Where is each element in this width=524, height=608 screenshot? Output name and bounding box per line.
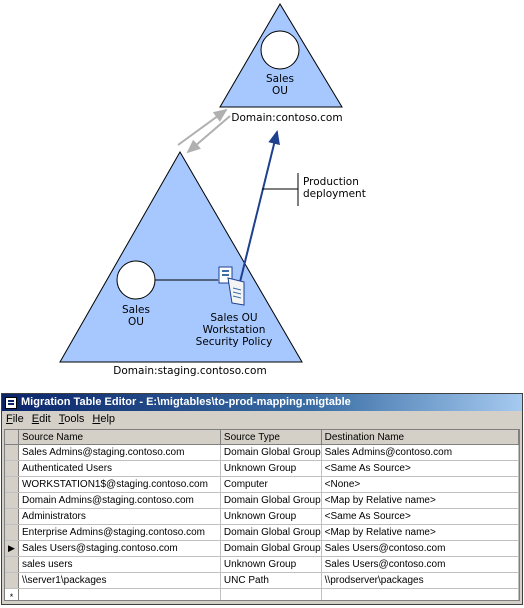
cell-source-name[interactable]: sales users xyxy=(18,556,221,573)
row-indicator[interactable] xyxy=(5,572,19,589)
production-ou-label-line2: OU xyxy=(272,85,288,97)
cell-destination-name[interactable]: <Same As Source> xyxy=(321,508,519,525)
column-header-source-name[interactable]: Source Name xyxy=(18,430,221,445)
cell-source-type[interactable]: Unknown Group xyxy=(220,556,322,573)
migration-table-editor-window: Migration Table Editor - E:\migtables\to… xyxy=(1,393,523,605)
domain-link-up xyxy=(177,108,228,146)
migration-table: Source Name Source Type Destination Name… xyxy=(5,430,519,600)
cell-destination-name[interactable]: <Map by Relative name> xyxy=(321,524,519,541)
cell-source-type[interactable]: Unknown Group xyxy=(220,508,322,525)
production-deployment-arrow xyxy=(239,130,280,283)
production-domain-label: Domain:contoso.com xyxy=(231,112,343,124)
row-indicator[interactable] xyxy=(5,556,19,573)
deployment-diagram: Sales OU Domain:contoso.com Sales OU Sal… xyxy=(59,3,366,377)
staging-ou-label-line1: Sales xyxy=(122,304,150,316)
staging-domain-label: Domain:staging.contoso.com xyxy=(113,365,267,377)
production-ou-label: Sales OU xyxy=(262,73,298,97)
cell-source-type[interactable]: Computer xyxy=(220,476,322,493)
staging-domain-triangle xyxy=(59,150,303,363)
window-titlebar[interactable]: Migration Table Editor - E:\migtables\to… xyxy=(2,394,522,411)
cell-destination-name[interactable]: <Same As Source> xyxy=(321,460,519,477)
new-row-indicator: * xyxy=(5,588,19,600)
policy-label-line1: Sales OU xyxy=(210,312,258,324)
row-indicator[interactable]: ▶ xyxy=(5,540,19,557)
row-indicator[interactable] xyxy=(5,476,19,493)
cell-destination-name[interactable]: Sales Users@contoso.com xyxy=(321,540,519,557)
cell-source-name[interactable]: Enterprise Admins@staging.contoso.com xyxy=(18,524,221,541)
staging-ou-circle xyxy=(116,260,156,300)
header-corner xyxy=(5,430,19,445)
cell-source-name[interactable]: Administrators xyxy=(18,508,221,525)
cell-source-name[interactable]: Authenticated Users xyxy=(18,460,221,477)
column-header-source-type[interactable]: Source Type xyxy=(220,430,322,445)
policy-label-line2: Workstation xyxy=(202,324,266,336)
new-row[interactable]: * xyxy=(5,588,519,600)
staging-ou-label: Sales OU xyxy=(118,304,154,328)
cell-source-type[interactable]: Domain Global Group xyxy=(220,444,322,461)
cell-destination-name[interactable]: <Map by Relative name> xyxy=(321,492,519,509)
new-row-cell[interactable] xyxy=(18,588,221,600)
cell-source-name[interactable]: \\server1\packages xyxy=(18,572,221,589)
migration-grid: Source Name Source Type Destination Name… xyxy=(4,429,520,601)
cell-source-name[interactable]: WORKSTATION1$@staging.contoso.com xyxy=(18,476,221,493)
staging-ou-label-line2: OU xyxy=(128,316,144,328)
cell-destination-name[interactable]: Sales Users@contoso.com xyxy=(321,556,519,573)
diagram-canvas xyxy=(59,3,343,363)
row-indicator[interactable] xyxy=(5,492,19,509)
cell-source-name[interactable]: Sales Users@staging.contoso.com xyxy=(18,540,221,557)
policy-label-line3: Security Policy xyxy=(195,336,273,348)
menu-tools[interactable]: Tools xyxy=(58,413,85,425)
menu-bar: File Edit Tools Help xyxy=(2,411,522,427)
callout-label: Production deployment xyxy=(303,176,366,200)
production-ou-label-line1: Sales xyxy=(266,73,294,85)
cell-source-type[interactable]: UNC Path xyxy=(220,572,322,589)
row-indicator[interactable] xyxy=(5,524,19,541)
row-indicator[interactable] xyxy=(5,508,19,525)
callout-bracket xyxy=(262,173,299,206)
cell-source-type[interactable]: Domain Global Group xyxy=(220,492,322,509)
row-indicator[interactable] xyxy=(5,460,19,477)
menu-edit[interactable]: Edit xyxy=(31,413,51,425)
header-row: Source Name Source Type Destination Name xyxy=(5,430,519,445)
cell-source-type[interactable]: Domain Global Group xyxy=(220,540,322,557)
policy-label: Sales OU Workstation Security Policy xyxy=(186,312,282,348)
cell-source-name[interactable]: Sales Admins@staging.contoso.com xyxy=(18,444,221,461)
callout-label-line2: deployment xyxy=(303,188,366,200)
cell-source-type[interactable]: Unknown Group xyxy=(220,460,322,477)
new-row-cell[interactable] xyxy=(220,588,322,600)
cell-source-name[interactable]: Domain Admins@staging.contoso.com xyxy=(18,492,221,509)
policy-scroll-icon xyxy=(218,266,245,306)
cell-source-type[interactable]: Domain Global Group xyxy=(220,524,322,541)
menu-file[interactable]: File xyxy=(6,413,24,425)
callout-label-line1: Production xyxy=(303,176,359,188)
row-indicator[interactable] xyxy=(5,444,19,461)
new-row-cell[interactable] xyxy=(321,588,519,600)
cell-destination-name[interactable]: Sales Admins@contoso.com xyxy=(321,444,519,461)
cell-destination-name[interactable]: \\prodserver\packages xyxy=(321,572,519,589)
app-icon xyxy=(5,396,17,409)
window-title: Migration Table Editor - E:\migtables\to… xyxy=(21,396,351,408)
domain-link-down xyxy=(186,115,231,154)
column-header-destination-name[interactable]: Destination Name xyxy=(321,430,519,445)
production-ou-circle xyxy=(260,30,300,70)
menu-help[interactable]: Help xyxy=(92,413,116,425)
cell-destination-name[interactable]: <None> xyxy=(321,476,519,493)
